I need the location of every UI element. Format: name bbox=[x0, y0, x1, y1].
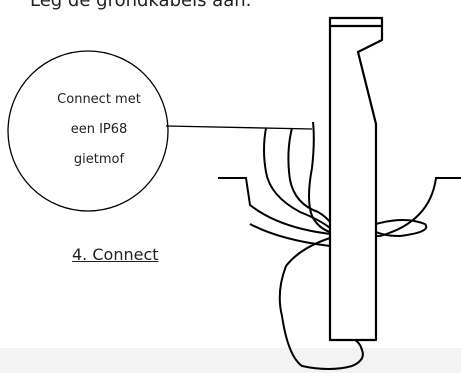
callout-line-2: een IP68 bbox=[70, 122, 128, 137]
pole bbox=[328, 16, 384, 342]
footer-band bbox=[0, 348, 461, 373]
leader-line bbox=[165, 125, 313, 130]
callout-line-1: Connect met bbox=[57, 92, 141, 107]
instruction-heading: Leg de grondkabels aan. bbox=[30, 0, 252, 11]
step-label: 4. Connect bbox=[72, 245, 159, 264]
ground-cables bbox=[249, 121, 428, 370]
callout-circle bbox=[7, 50, 169, 212]
callout-line-3: gietmof bbox=[73, 152, 125, 167]
